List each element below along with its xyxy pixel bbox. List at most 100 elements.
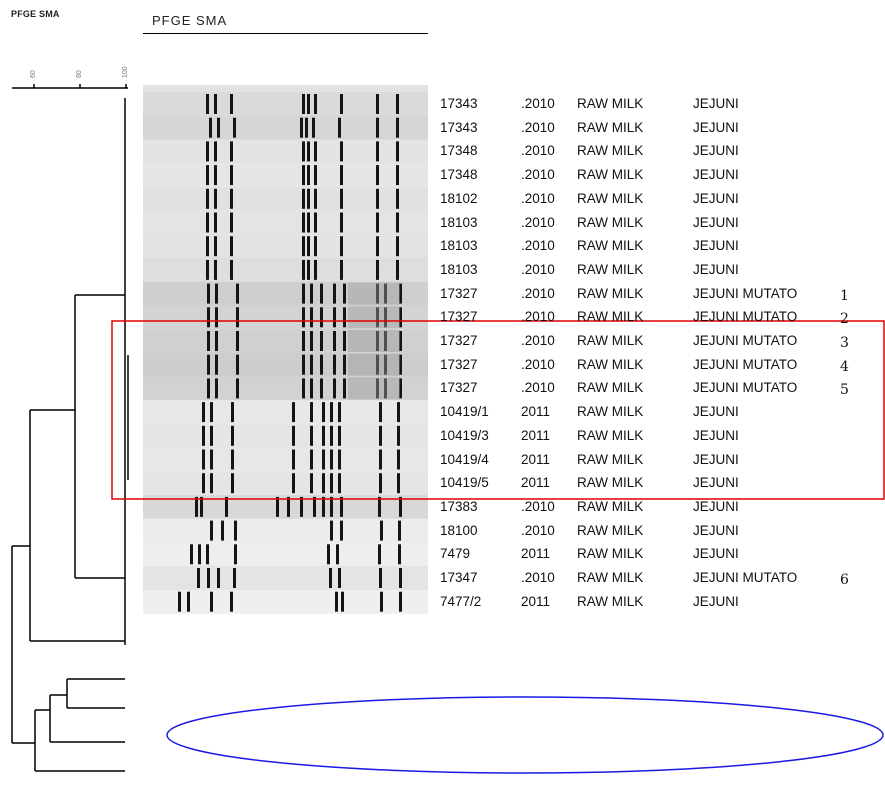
mutant-number: 2 xyxy=(840,311,849,328)
gel-band xyxy=(343,307,346,328)
gel-band xyxy=(340,520,343,541)
gel-band xyxy=(376,94,379,114)
gel-band xyxy=(214,259,217,280)
gel-band xyxy=(329,568,332,588)
gel-band xyxy=(396,117,399,138)
gel-band xyxy=(396,236,399,257)
gel-band xyxy=(333,307,336,328)
gel-band xyxy=(202,425,205,446)
gel-band xyxy=(195,496,198,517)
isolate-species: JEJUNI xyxy=(693,167,739,183)
gel-band xyxy=(397,425,400,446)
gel-band xyxy=(399,354,402,375)
mutant-number: 4 xyxy=(840,358,849,375)
isolate-id: 17348 xyxy=(440,167,478,183)
gel-band xyxy=(333,331,336,351)
gel-band xyxy=(320,307,323,328)
gel-band xyxy=(310,331,313,351)
gel-lane xyxy=(143,471,428,496)
gel-band xyxy=(340,212,343,233)
gel-band xyxy=(333,378,336,399)
gel-band xyxy=(379,473,382,494)
gel-band xyxy=(330,520,333,541)
gel-band xyxy=(302,188,305,209)
gel-band xyxy=(313,496,316,517)
gel-band xyxy=(206,236,209,257)
gel-band xyxy=(320,354,323,375)
gel-band xyxy=(302,307,305,328)
isolate-id: 18103 xyxy=(440,261,478,277)
gel-band xyxy=(230,94,233,114)
isolate-source: RAW MILK xyxy=(577,285,644,301)
gel-band xyxy=(307,188,310,209)
isolate-source: RAW MILK xyxy=(577,333,644,348)
isolate-species: JEJUNI MUTATO xyxy=(693,356,798,372)
isolate-source: RAW MILK xyxy=(577,546,644,562)
gel-band xyxy=(340,496,343,517)
isolate-year: .2010 xyxy=(521,285,555,301)
isolate-year: .2010 xyxy=(521,309,555,325)
isolate-source: RAW MILK xyxy=(577,119,644,135)
isolate-source: RAW MILK xyxy=(577,238,644,254)
gel-band xyxy=(307,165,310,186)
gel-band xyxy=(340,259,343,280)
isolate-source: RAW MILK xyxy=(577,427,644,443)
gel-band xyxy=(230,259,233,280)
gel-band xyxy=(236,283,239,304)
gel-band xyxy=(314,188,317,209)
gel-band xyxy=(336,544,339,565)
isolate-year: .2010 xyxy=(521,261,555,277)
gel-band xyxy=(200,496,203,517)
gel-band xyxy=(207,354,210,375)
gel-band xyxy=(396,188,399,209)
isolate-species: JEJUNI xyxy=(693,498,739,514)
gel-band xyxy=(320,331,323,351)
gel-band xyxy=(215,331,218,351)
isolate-species: JEJUNI xyxy=(693,214,739,230)
gel-band xyxy=(320,283,323,304)
gel-band xyxy=(292,402,295,423)
gel-lane xyxy=(143,258,428,282)
gel-band xyxy=(214,141,217,162)
gel-band xyxy=(322,425,325,446)
gel-band xyxy=(210,473,213,494)
isolate-species: JEJUNI xyxy=(693,593,739,609)
gel-band xyxy=(376,212,379,233)
gel-band xyxy=(322,473,325,494)
isolate-species: JEJUNI xyxy=(693,190,739,206)
highlight-box xyxy=(111,320,885,500)
isolate-species: JEJUNI xyxy=(693,475,739,491)
gel-smear xyxy=(348,353,400,376)
isolate-species: JEJUNI MUTATO xyxy=(693,285,798,301)
gel-band xyxy=(209,117,212,138)
gel-band xyxy=(210,591,213,612)
isolate-source: RAW MILK xyxy=(577,404,644,420)
isolate-source: RAW MILK xyxy=(577,498,644,514)
isolate-id: 18103 xyxy=(440,238,478,254)
gel-band xyxy=(231,473,234,494)
isolate-species: JEJUNI xyxy=(693,119,739,135)
isolate-species: JEJUNI xyxy=(693,546,739,562)
isolate-id: 10419/3 xyxy=(440,427,489,443)
gel-band xyxy=(379,402,382,423)
gel-band xyxy=(206,165,209,186)
gel-band xyxy=(210,402,213,423)
isolate-year: .2010 xyxy=(521,380,555,396)
gel-band xyxy=(292,473,295,494)
gel-band xyxy=(376,236,379,257)
gel-band xyxy=(314,236,317,257)
gel-band xyxy=(202,449,205,470)
gel-band xyxy=(287,496,290,517)
gel-band xyxy=(376,188,379,209)
gel-band xyxy=(302,283,305,304)
highlight-overlays xyxy=(111,320,885,774)
gel-band xyxy=(341,591,344,612)
gel-lane xyxy=(143,424,428,448)
gel-band xyxy=(210,520,213,541)
gel-smear xyxy=(348,282,400,305)
isolate-species: JEJUNI MUTATO xyxy=(693,333,798,348)
gel-band xyxy=(202,402,205,423)
gel-band xyxy=(214,94,217,114)
gel-band xyxy=(190,544,193,565)
isolate-id: 17327 xyxy=(440,356,478,372)
